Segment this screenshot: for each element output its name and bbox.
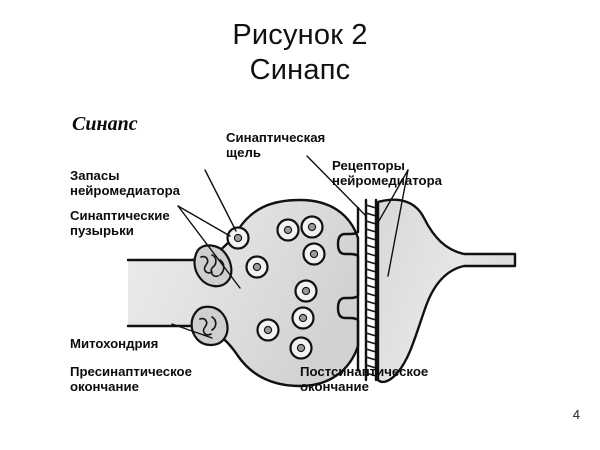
label-neurotransmitter-receptors: Рецепторы нейромедиатора: [332, 158, 443, 188]
label-mitochondrion: Митохондрия: [70, 336, 158, 351]
svg-text:Запасы: Запасы: [70, 168, 120, 183]
vesicle: [294, 279, 318, 303]
page-number: 4: [572, 407, 580, 422]
vesicle: [256, 318, 280, 342]
svg-text:Синаптическая: Синаптическая: [226, 130, 325, 145]
synapse-diagram: Синапс: [60, 108, 530, 408]
svg-text:Синаптические: Синаптические: [70, 208, 170, 223]
figure-heading: Синапс: [72, 113, 138, 135]
vesicle: [300, 215, 324, 239]
label-presynaptic-terminal: Пресинаптическое окончание: [70, 364, 192, 394]
svg-text:Пресинаптическое: Пресинаптическое: [70, 364, 192, 379]
synaptic-cleft: [364, 198, 378, 382]
label-synaptic-vesicles: Синаптические пузырьки: [70, 208, 170, 238]
svg-text:щель: щель: [226, 145, 261, 160]
svg-text:Рецепторы: Рецепторы: [332, 158, 405, 173]
label-synaptic-cleft: Синаптическая щель: [226, 130, 325, 160]
svg-text:нейромедиатора: нейромедиатора: [70, 183, 181, 198]
svg-text:пузырьки: пузырьки: [70, 223, 134, 238]
vesicle: [289, 336, 313, 360]
svg-text:нейромедиатора: нейромедиатора: [332, 173, 443, 188]
vesicle: [302, 242, 326, 266]
vesicle: [245, 255, 269, 279]
synaptic-vesicles: [226, 215, 326, 360]
label-postsynaptic-terminal: Постсинаптическое окончание: [300, 364, 428, 394]
vesicle-labeled: [226, 226, 250, 250]
svg-text:Постсинаптическое: Постсинаптическое: [300, 364, 428, 379]
page-title: Рисунок 2 Синапс: [232, 19, 368, 86]
label-neurotransmitter-stores: Запасы нейромедиатора: [70, 168, 181, 198]
vesicle: [291, 306, 315, 330]
svg-text:Митохондрия: Митохондрия: [70, 336, 158, 351]
svg-text:окончание: окончание: [70, 379, 139, 394]
vesicle: [276, 218, 300, 242]
mitochondrion: [193, 244, 233, 288]
postsynaptic-terminal-shape: [376, 198, 517, 384]
presynaptic-membrane: [336, 206, 360, 372]
cleft-hatching: [365, 204, 377, 377]
mitochondrion: [190, 305, 229, 347]
leader-lines: [171, 155, 409, 339]
svg-text:окончание: окончание: [300, 379, 369, 394]
